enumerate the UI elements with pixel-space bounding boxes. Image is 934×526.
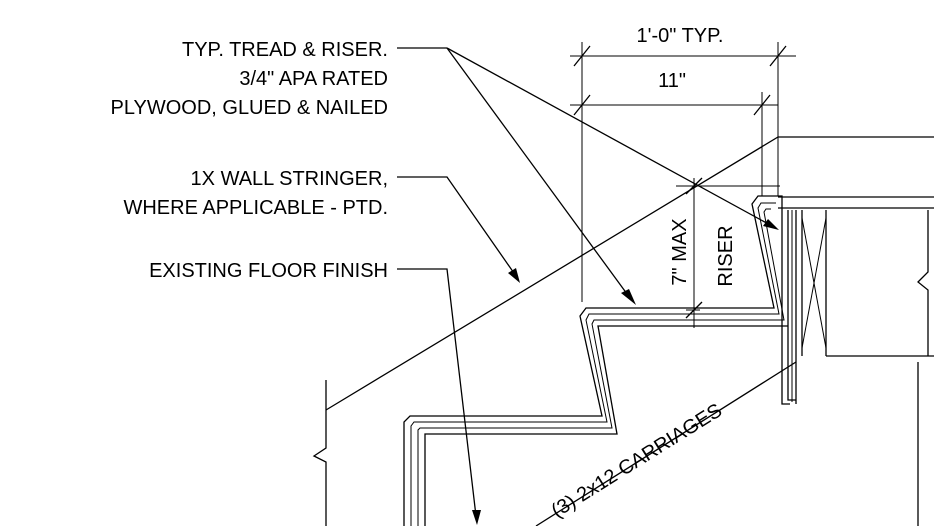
note-floor-finish: EXISTING FLOOR FINISH: [149, 260, 388, 282]
tread-riser-profile: [403, 195, 797, 526]
dim-typ-run-label: 1'-0" TYP.: [637, 25, 724, 47]
riser-label: RISER: [715, 225, 737, 286]
floor-line: [312, 136, 934, 526]
carriage-line: [535, 361, 797, 526]
leader-wall-stringer: [397, 176, 520, 283]
note-wall-stringer-line2: WHERE APPLICABLE - PTD.: [123, 197, 388, 219]
leader-tread-riser: [397, 47, 779, 305]
leader-floor-finish: [397, 268, 481, 525]
note-tread-riser-line1: TYP. TREAD & RISER.: [182, 39, 388, 61]
dimension-tread-depth: [570, 92, 778, 196]
landing-floor: [778, 196, 934, 526]
note-wall-stringer-line1: 1X WALL STRINGER,: [191, 168, 388, 190]
note-tread-riser-line2: 3/4" APA RATED: [239, 68, 388, 90]
carriages-label: (3) 2x12 CARRIAGES: [548, 399, 726, 522]
note-tread-riser-line3: PLYWOOD, GLUED & NAILED: [111, 97, 388, 119]
dimension-typ-run: [570, 42, 796, 302]
dim-max-rise-label: 7" MAX: [669, 218, 691, 285]
dim-tread-depth-label: 11": [658, 70, 686, 92]
